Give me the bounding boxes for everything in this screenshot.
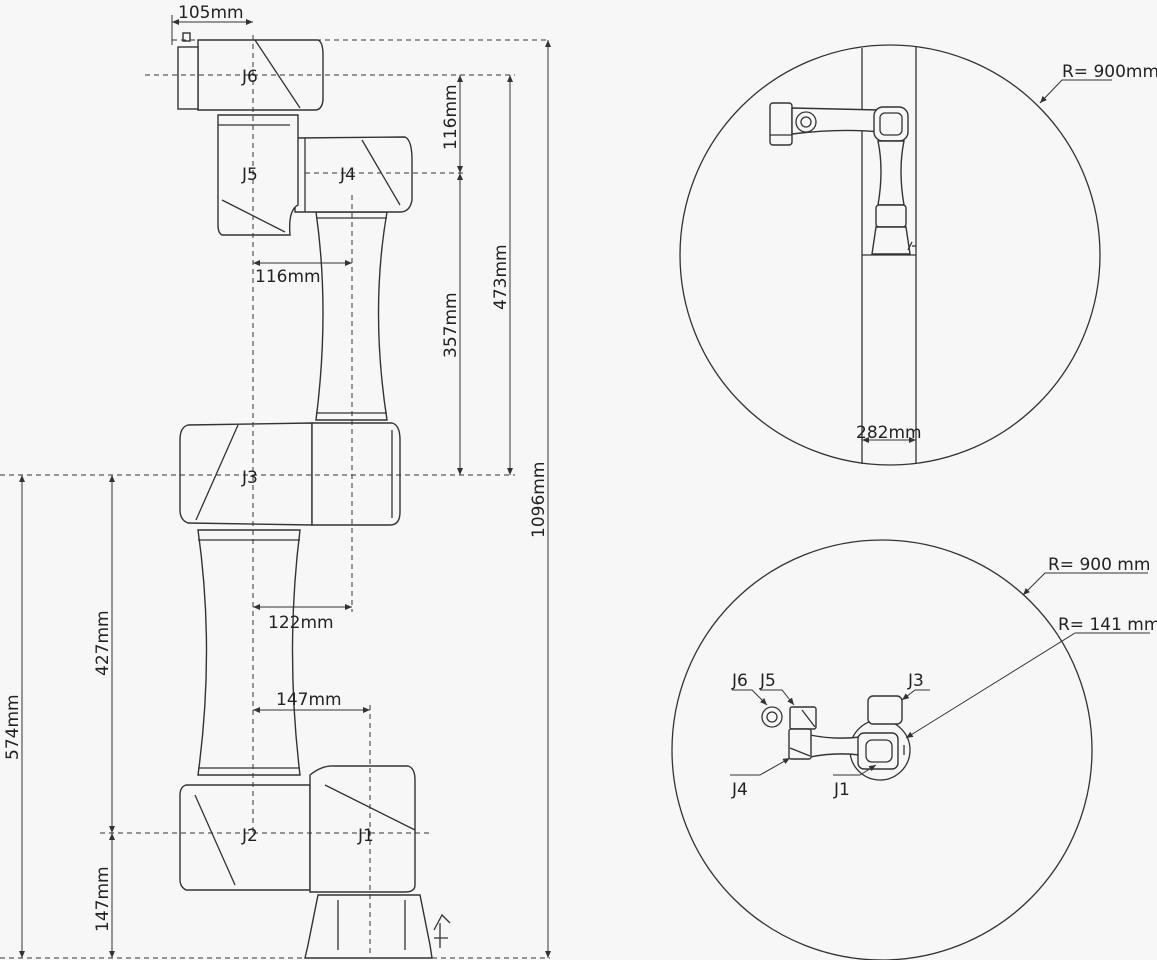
- dim-282mm: 282mm: [856, 423, 922, 443]
- dim-574mm: 574mm: [3, 694, 23, 760]
- dim-147mm-horizontal: 147mm: [276, 690, 342, 710]
- dim-1096mm: 1096mm: [529, 462, 549, 538]
- cable-connector-icon: [433, 913, 451, 948]
- top-label-j3: J3: [907, 671, 924, 691]
- lower-link: [197, 529, 301, 776]
- dim-147mm-vertical: 147mm: [93, 866, 113, 932]
- workspace-side-view: 282mm R= 900mm: [679, 44, 1157, 466]
- radius-900mm-label: R= 900mm: [1062, 62, 1157, 82]
- dim-427mm: 427mm: [93, 610, 113, 676]
- reach-circle-outer: [671, 539, 1093, 960]
- label-j2: J2: [241, 826, 258, 846]
- tool-flange-pin: [182, 32, 191, 42]
- joint-j3: [179, 422, 313, 526]
- dim-105mm: 105mm: [178, 3, 244, 23]
- dim-116mm-horizontal: 116mm: [255, 267, 321, 287]
- joint-j5: [217, 114, 299, 236]
- dim-122mm: 122mm: [268, 613, 334, 633]
- top-label-j6: J6: [731, 671, 748, 691]
- label-j3: J3: [241, 468, 258, 488]
- joint-j6: [197, 39, 324, 111]
- radius-900mm-label-2: R= 900 mm: [1048, 555, 1150, 575]
- joint-j1: [309, 765, 416, 893]
- dim-473mm: 473mm: [491, 244, 511, 310]
- label-j5: J5: [241, 165, 258, 185]
- workspace-top-view: J6 J5 J3 J4 J1 R= 900 mm R= 141 mm: [671, 539, 1157, 960]
- side-view: J6 J5 J4 J3 J2 J1 105mm 116mm 122mm 147m…: [0, 3, 551, 959]
- joint-j4: [294, 136, 413, 213]
- dim-116mm-vertical: 116mm: [441, 84, 461, 150]
- radius-141mm-label: R= 141 mm: [1058, 615, 1157, 635]
- label-j6: J6: [241, 67, 258, 87]
- label-j4: J4: [339, 165, 356, 185]
- top-label-j5: J5: [759, 671, 776, 691]
- dim-357mm: 357mm: [441, 292, 461, 358]
- reach-circle: [679, 44, 1101, 466]
- top-label-j4: J4: [731, 780, 748, 800]
- base: [304, 894, 433, 959]
- label-j1: J1: [357, 826, 374, 846]
- top-label-j1: J1: [833, 780, 850, 800]
- joint-j2: [179, 784, 311, 891]
